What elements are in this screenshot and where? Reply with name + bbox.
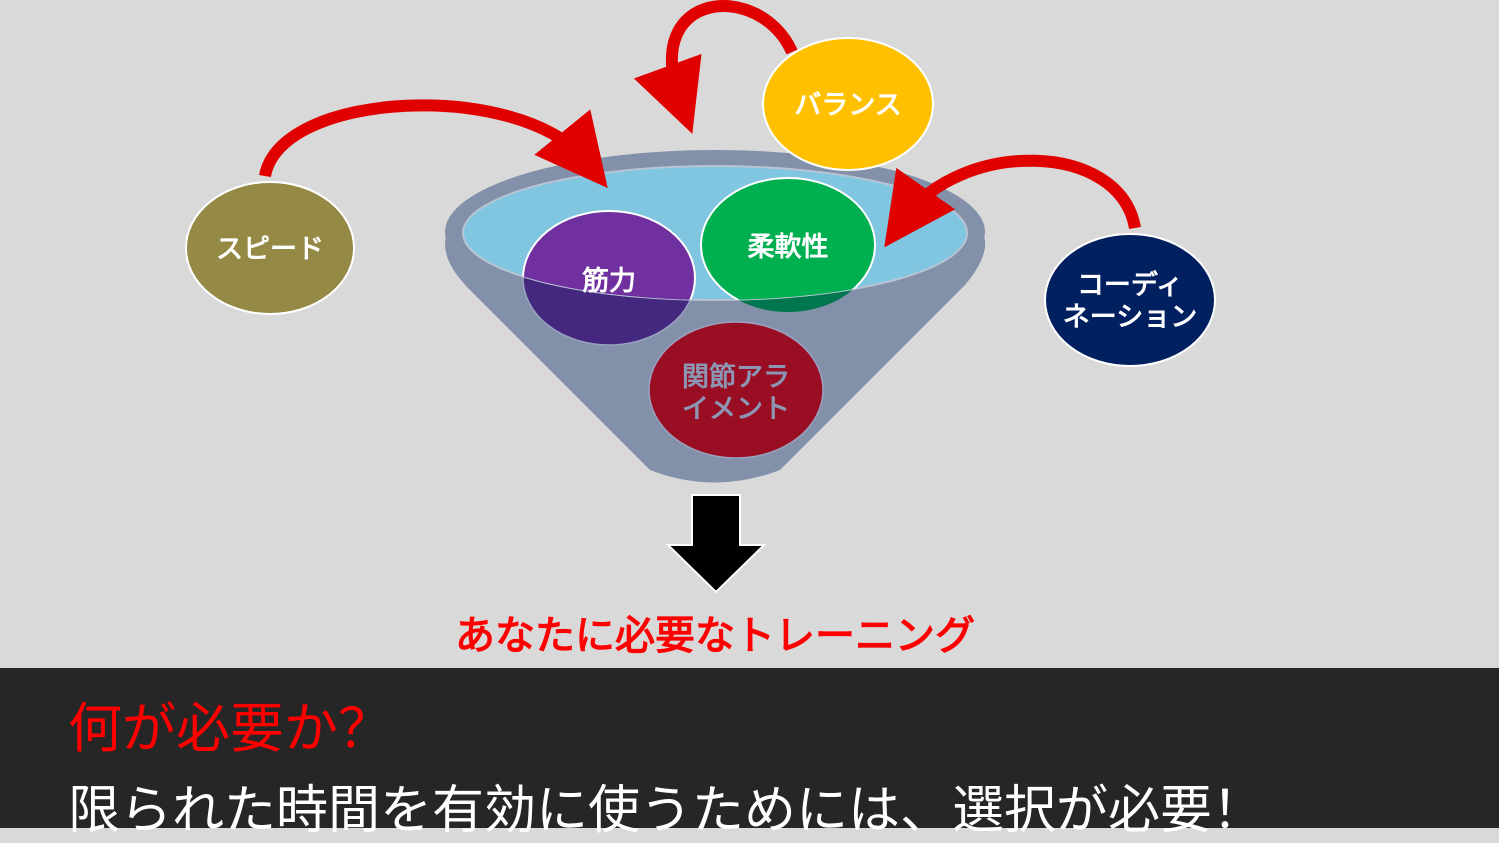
balance-label: バランス	[794, 90, 901, 121]
coordination-circle	[1044, 233, 1216, 367]
coordination-arrow	[884, 154, 1141, 248]
strength-label: 筋力	[582, 265, 636, 297]
down-arrow-icon	[665, 494, 767, 594]
alignment-label-line2: イメント	[682, 394, 790, 425]
caption-question: 何が必要か？	[68, 697, 392, 760]
result-label: あなたに必要なトレーニング	[455, 613, 975, 659]
alignment-label-line1: 関節アラ	[682, 361, 790, 393]
alignment-circle	[648, 321, 824, 459]
speed-arrow	[259, 99, 608, 188]
caption-message: 限られた時間を有効に使うためには、選択が必要！	[68, 781, 1265, 841]
coordination-label-line1: コーディ	[1077, 269, 1183, 301]
balance-arrow	[633, 0, 798, 134]
caption-band	[0, 668, 1499, 828]
coordination-label-line2: ネーション	[1063, 302, 1197, 333]
speed-label: スピード	[216, 234, 324, 265]
speed-circle	[185, 181, 355, 315]
balance-circle	[762, 37, 934, 171]
flexibility-label: 柔軟性	[748, 232, 829, 263]
